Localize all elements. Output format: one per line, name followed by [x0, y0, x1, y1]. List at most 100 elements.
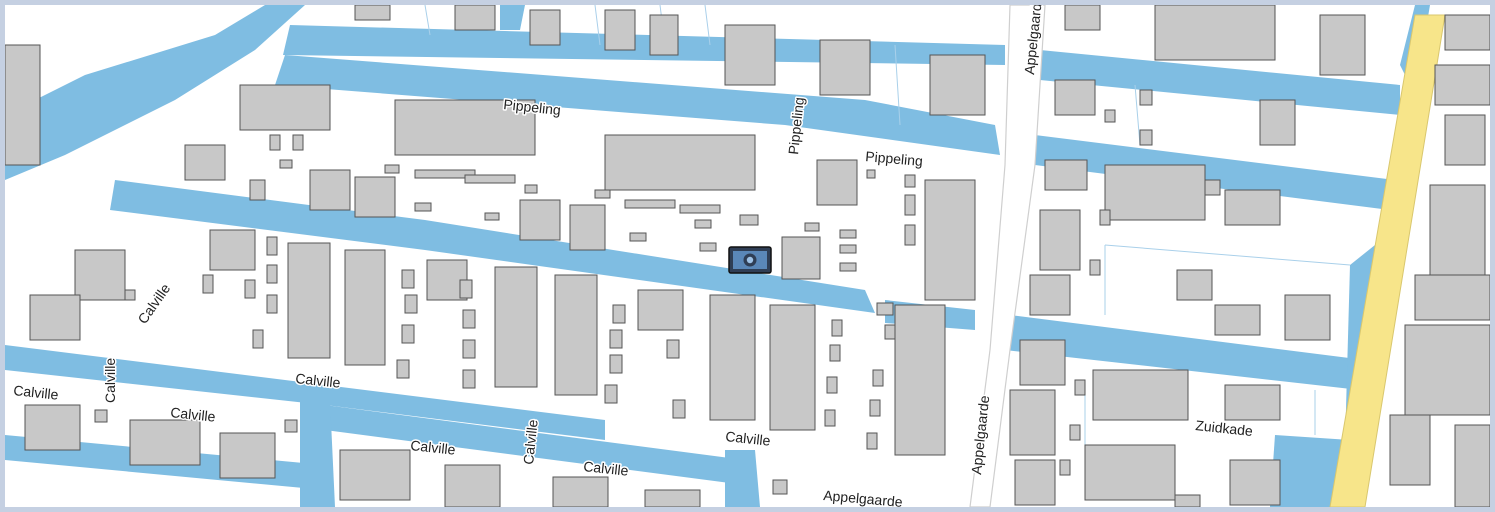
canal-southwest: [5, 345, 605, 440]
canal-east-lower: [1005, 315, 1365, 390]
shed: [904, 194, 916, 216]
shed: [679, 204, 721, 214]
shed: [904, 174, 916, 188]
highway-east: [1329, 14, 1446, 507]
shed: [609, 329, 623, 349]
shed: [462, 339, 476, 359]
shed: [384, 164, 400, 174]
building-row: [1092, 369, 1189, 421]
building: [781, 236, 821, 280]
camera-marker-icon[interactable]: [728, 246, 772, 274]
building: [1154, 5, 1276, 61]
building: [1434, 64, 1490, 106]
building: [1104, 164, 1206, 221]
shed: [404, 294, 418, 314]
shed: [612, 304, 626, 324]
building: [129, 419, 201, 466]
shed: [292, 134, 304, 151]
building: [1229, 459, 1281, 506]
building: [184, 144, 226, 181]
shed: [624, 199, 676, 209]
building-row: [604, 134, 756, 191]
street-label-calville: Calville: [13, 382, 60, 403]
road-appelgaarde: [969, 5, 1046, 507]
building: [29, 294, 81, 341]
street-label-calville: Calville: [295, 370, 342, 391]
shed: [462, 309, 476, 329]
shed: [252, 329, 264, 349]
shed: [1139, 129, 1153, 146]
shed: [1104, 109, 1116, 123]
building: [519, 199, 561, 241]
building-row: [287, 242, 331, 359]
building: [1214, 304, 1261, 336]
building: [929, 54, 986, 116]
building: [529, 9, 561, 46]
shed: [1204, 179, 1221, 196]
street-label-calville: Calville: [134, 280, 173, 326]
shed: [839, 262, 857, 272]
building: [1009, 389, 1056, 456]
shed: [1069, 424, 1081, 441]
building-row: [554, 274, 598, 396]
street-label-calville: Calville: [583, 458, 630, 479]
shed: [464, 174, 516, 184]
shed: [1059, 459, 1071, 476]
canal-north-band: [283, 25, 1005, 65]
building: [604, 9, 636, 51]
shed: [396, 359, 410, 379]
shed: [609, 354, 623, 374]
shed: [629, 232, 647, 242]
building: [1429, 184, 1486, 276]
building-row: [769, 304, 816, 431]
building: [1259, 99, 1296, 146]
shed: [866, 169, 876, 179]
shed: [94, 409, 108, 423]
shed: [266, 264, 278, 284]
shed: [604, 384, 618, 404]
shed: [266, 294, 278, 314]
building: [1284, 294, 1331, 341]
building: [1444, 14, 1490, 51]
shed: [1089, 259, 1101, 276]
building: [5, 44, 41, 166]
building-row: [494, 266, 538, 388]
road-layer: [969, 5, 1446, 507]
building: [569, 204, 606, 251]
building-row: [894, 304, 946, 456]
shed: [414, 169, 476, 179]
building: [1176, 269, 1213, 301]
shed: [831, 319, 843, 337]
shed: [699, 242, 717, 252]
street-label-calville: Calville: [170, 404, 217, 425]
shed: [124, 289, 136, 301]
canal-lower-vertical: [725, 450, 760, 507]
building: [354, 5, 391, 21]
building: [1054, 79, 1096, 116]
canal-small-top: [500, 5, 525, 30]
building-row: [344, 249, 386, 366]
building: [24, 404, 81, 451]
building-row: [1084, 444, 1176, 501]
map-canvas[interactable]: Pippeling Pippeling Pippeling Appelgaard…: [5, 5, 1490, 507]
shed: [824, 409, 836, 427]
building-row: [709, 294, 756, 421]
shed: [739, 214, 759, 226]
canal-east-south: [1270, 435, 1350, 507]
shed: [484, 212, 500, 221]
canal-middle: [110, 180, 875, 313]
shed: [672, 399, 686, 419]
shed: [1099, 209, 1111, 226]
building: [309, 169, 351, 211]
building: [819, 39, 871, 96]
canal-south-vertical: [300, 400, 335, 507]
building: [1319, 14, 1366, 76]
street-label-calville: Calville: [520, 419, 541, 466]
shed: [284, 419, 298, 433]
shed: [249, 179, 266, 201]
shed: [804, 222, 820, 232]
shed: [1139, 89, 1153, 106]
shed: [829, 344, 841, 362]
shed: [1074, 379, 1086, 396]
